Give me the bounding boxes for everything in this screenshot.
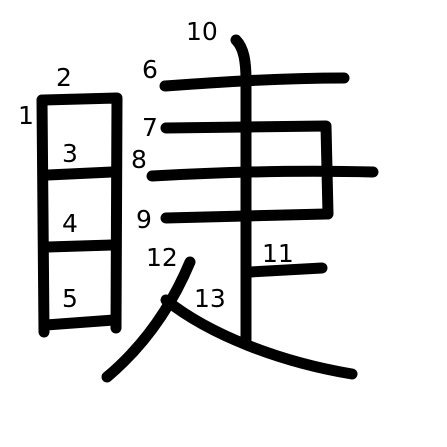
stroke-12: [101, 256, 196, 383]
stroke-4: [42, 239, 118, 253]
stroke-number-11: 11: [262, 239, 294, 268]
stroke-number-13: 13: [194, 284, 226, 313]
stroke-13: [160, 294, 358, 380]
stroke-10: [230, 34, 252, 346]
stroke-number-2: 2: [56, 63, 72, 92]
stroke-number-6: 6: [142, 55, 158, 84]
stroke-1: [36, 94, 50, 338]
stroke-number-3: 3: [62, 139, 78, 168]
stroke-number-7: 7: [142, 113, 158, 142]
stroke-3: [42, 166, 118, 181]
stroke-7: [160, 120, 334, 220]
stroke-number-12: 12: [146, 243, 178, 272]
stroke-number-9: 9: [136, 205, 152, 234]
stroke-number-5: 5: [62, 284, 78, 313]
stroke-number-4: 4: [62, 209, 78, 238]
stroke-11: [244, 262, 328, 278]
stroke-5: [40, 314, 120, 331]
stroke-number-10: 10: [186, 17, 218, 46]
stroke-number-1: 1: [18, 101, 34, 130]
stroke-8: [146, 165, 379, 182]
stroke-number-8: 8: [131, 145, 147, 174]
stroke-6: [159, 72, 350, 92]
stroke-2: [38, 92, 123, 334]
